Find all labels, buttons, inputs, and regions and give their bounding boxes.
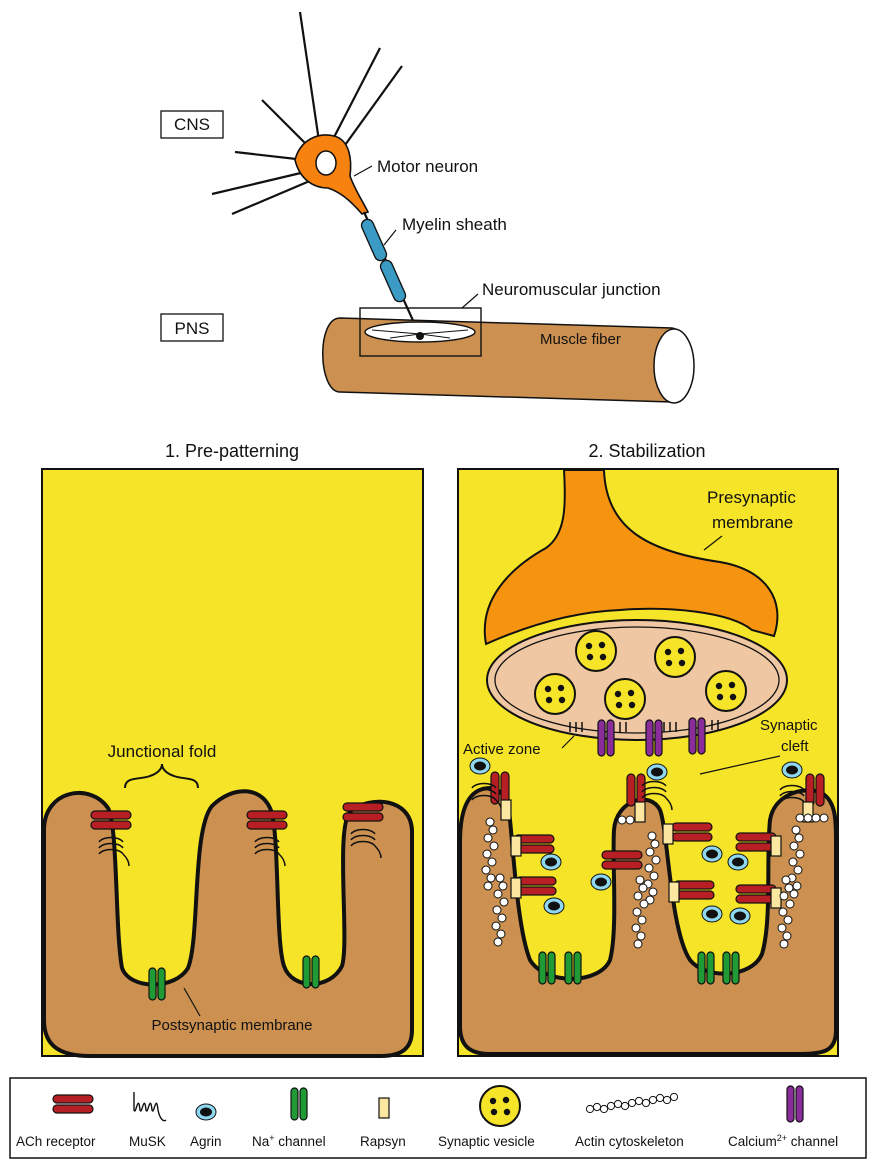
panel-stabilization: Presynaptic membrane Synaptic cleft Acti…: [458, 469, 838, 1056]
myelin-leader: [384, 230, 396, 245]
terminal-bouton: [416, 332, 424, 340]
legend: ACh receptor MuSK Agrin Na+ channel Raps…: [10, 1078, 866, 1158]
panel-prepatterning: Junctional fold Postsynaptic membrane: [42, 469, 423, 1056]
synaptic-vesicle-2: [655, 637, 695, 677]
panel2-title: 2. Stabilization: [588, 441, 705, 461]
junctional-fold-label: Junctional fold: [108, 742, 217, 761]
agrin-p2-2: [647, 764, 667, 780]
rapsyn-p2-8: [771, 836, 781, 856]
agrin-p2-5: [544, 898, 564, 914]
synaptic-vesicle-1: [576, 631, 616, 671]
rapsyn-p2-7: [669, 882, 679, 902]
rapsyn-p2-6: [663, 824, 673, 844]
myelin-segment-2: [379, 258, 408, 303]
synaptic-vesicle-4: [605, 679, 645, 719]
muscle-fiber-label: Muscle fiber: [540, 331, 621, 348]
legend-na-label: Na+ channel: [252, 1133, 326, 1149]
dendrites: [212, 12, 402, 214]
nucleus: [316, 151, 336, 175]
postsynaptic-membrane-label: Postsynaptic membrane: [152, 1017, 313, 1034]
synaptic-cleft-label-2: cleft: [781, 738, 809, 755]
nmj-leader: [462, 294, 478, 308]
rapsyn-p2-1: [501, 800, 511, 820]
agrin-p2-10: [730, 908, 750, 924]
active-zone-label: Active zone: [463, 741, 541, 758]
agrin-p2-1: [470, 758, 490, 774]
synaptic-vesicle-5: [706, 671, 746, 711]
legend-agrin-icon: [196, 1104, 216, 1120]
presynaptic-label-1: Presynaptic: [707, 488, 796, 507]
panel1-title: 1. Pre-patterning: [165, 441, 299, 461]
myelin-segment-1: [360, 217, 389, 262]
agrin-p2-3: [782, 762, 802, 778]
pns-label: PNS: [175, 319, 210, 338]
legend-vesicle-icon: [480, 1086, 520, 1126]
myelin-sheath-label: Myelin sheath: [402, 215, 507, 234]
rapsyn-p2-4: [511, 836, 521, 856]
agrin-p2-8: [702, 906, 722, 922]
presynaptic-label-2: membrane: [712, 513, 793, 532]
agrin-p2-9: [728, 854, 748, 870]
legend-rapsyn-label: Rapsyn: [360, 1134, 406, 1149]
top-overview: CNS PNS Motor neuron Myelin sheath Neuro…: [161, 12, 694, 403]
nmj-label: Neuromuscular junction: [482, 280, 661, 299]
legend-rapsyn-icon: [379, 1098, 389, 1118]
legend-vesicle-label: Synaptic vesicle: [438, 1134, 535, 1149]
legend-musk-label: MuSK: [129, 1134, 166, 1149]
agrin-p2-7: [702, 846, 722, 862]
motor-neuron-label: Motor neuron: [377, 157, 478, 176]
legend-actin-label: Actin cytoskeleton: [575, 1134, 684, 1149]
synaptic-cleft-label-1: Synaptic: [760, 717, 818, 734]
rapsyn-p2-9: [771, 888, 781, 908]
rapsyn-p2-2: [635, 802, 645, 822]
legend-agrin-label: Agrin: [190, 1134, 222, 1149]
legend-ach-label: ACh receptor: [16, 1134, 96, 1149]
cns-label: CNS: [174, 115, 210, 134]
rapsyn-p2-5: [511, 878, 521, 898]
agrin-p2-4: [541, 854, 561, 870]
synaptic-vesicle-3: [535, 674, 575, 714]
agrin-p2-6: [591, 874, 611, 890]
motor-neuron-leader: [354, 166, 372, 176]
